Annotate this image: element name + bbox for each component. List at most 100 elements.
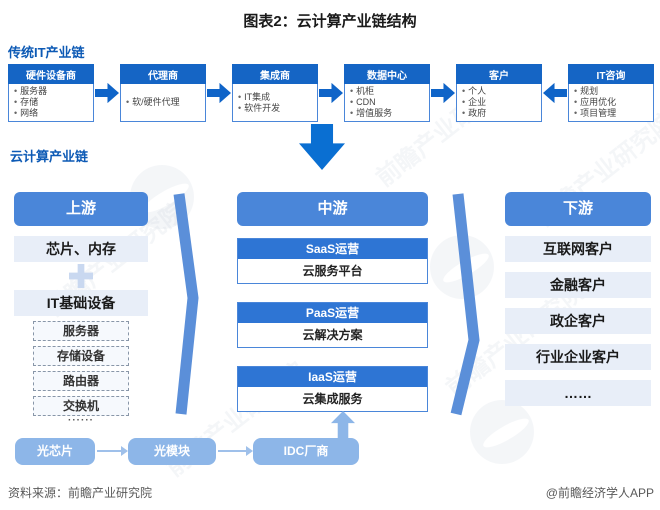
bullet-icon: • [350, 86, 354, 96]
node-body: •规划 •应用优化 •项目管理 [568, 84, 654, 122]
paas-layer: PaaS运营 云解决方案 [237, 302, 428, 348]
node-item-label: 服务器 [20, 86, 48, 96]
bullet-icon: • [462, 97, 466, 107]
node-item-label: 政府 [468, 108, 487, 118]
node-item: •存储 [12, 97, 90, 108]
idc-vendor-box: IDC厂商 [253, 438, 359, 465]
bullet-icon: • [14, 108, 18, 118]
node-item-label: 网络 [20, 108, 39, 118]
node-header: 集成商 [232, 64, 318, 84]
arrow-right-icon [431, 82, 455, 104]
customer-box-internet: 互联网客户 [505, 236, 651, 262]
node-item: •CDN [348, 97, 426, 108]
bullet-icon: • [574, 97, 578, 107]
page-title: 图表2：云计算产业链结构 [243, 13, 417, 30]
upstream-header: 上游 [14, 192, 148, 226]
flow-chevron-right [450, 193, 480, 416]
flow-chevron-left [173, 193, 199, 415]
node-integrator: 集成商 •IT集成 •软件开发 [232, 64, 318, 122]
credit-note: @前瞻经济学人APP [545, 486, 654, 500]
device-box-router: 路由器 [33, 371, 129, 391]
saas-header: SaaS运营 [238, 239, 427, 259]
node-item: •软件开发 [236, 103, 314, 114]
arrow-right-icon [207, 82, 231, 104]
big-down-arrow-icon [299, 124, 345, 170]
bullet-icon: • [574, 108, 578, 118]
customer-box-government: 政企客户 [505, 308, 651, 334]
cloud-chain-label: 云计算产业链 [10, 149, 89, 164]
node-body: •个人 •企业 •政府 [456, 84, 542, 122]
traditional-chain-row: 硬件设备商 •服务器 •存储 •网络 代理商 •软/硬件代理 集成商 •IT集成… [8, 64, 656, 122]
node-header: 代理商 [120, 64, 206, 84]
node-item-label: 软/硬件代理 [132, 97, 180, 107]
customer-box-finance: 金融客户 [505, 272, 651, 298]
node-header: 硬件设备商 [8, 64, 94, 84]
node-item-label: 应用优化 [580, 97, 617, 107]
node-item: •软/硬件代理 [124, 97, 202, 108]
node-item: •机柜 [348, 86, 426, 97]
node-item-label: 企业 [468, 97, 487, 107]
downstream-header: 下游 [505, 192, 651, 226]
node-hardware-vendor: 硬件设备商 •服务器 •存储 •网络 [8, 64, 94, 122]
node-item: •服务器 [12, 86, 90, 97]
saas-desc: 云服务平台 [302, 264, 363, 278]
iaas-header: IaaS运营 [238, 367, 427, 387]
paas-header: PaaS运营 [238, 303, 427, 323]
node-item-label: IT集成 [244, 91, 271, 102]
node-datacenter: 数据中心 •机柜 •CDN •增值服务 [344, 64, 430, 122]
midstream-header: 中游 [237, 192, 428, 226]
iaas-desc: 云集成服务 [302, 392, 363, 406]
node-item-label: 增值服务 [356, 108, 393, 118]
bullet-icon: • [462, 108, 466, 118]
arrow-left-icon [543, 82, 567, 104]
optical-chip-box: 光芯片 [15, 438, 95, 465]
node-item: •政府 [460, 108, 538, 119]
bullet-icon: • [14, 86, 18, 96]
node-item-label: 机柜 [356, 86, 375, 96]
bullet-icon: • [238, 91, 242, 102]
bullet-icon: • [462, 86, 466, 96]
node-header: IT咨询 [568, 64, 654, 84]
node-item-label: 个人 [468, 86, 487, 96]
bullet-icon: • [350, 108, 354, 118]
node-item-label: 存储 [20, 97, 39, 107]
node-item: •项目管理 [572, 108, 650, 119]
node-header: 数据中心 [344, 64, 430, 84]
node-agent: 代理商 •软/硬件代理 [120, 64, 206, 122]
node-body: •服务器 •存储 •网络 [8, 84, 94, 122]
bullet-icon: • [574, 86, 578, 96]
node-item-label: 项目管理 [580, 108, 617, 118]
node-header: 客户 [456, 64, 542, 84]
plus-icon [69, 264, 93, 288]
node-item: •应用优化 [572, 97, 650, 108]
node-item-label: CDN [356, 97, 376, 107]
bullet-icon: • [14, 97, 18, 107]
upstream-column: 上游 芯片、内存 IT基础设备 服务器 存储设备 路由器 交换机 ······ [14, 192, 148, 426]
node-item: •增值服务 [348, 108, 426, 119]
node-item: •个人 [460, 86, 538, 97]
node-item-label: 规划 [580, 86, 599, 96]
node-body: •机柜 •CDN •增值服务 [344, 84, 430, 122]
node-item: •网络 [12, 108, 90, 119]
iaas-layer: IaaS运营 云集成服务 [237, 366, 428, 412]
node-item: •企业 [460, 97, 538, 108]
optical-module-box: 光模块 [128, 438, 216, 465]
it-base-box: IT基础设备 [14, 290, 148, 316]
node-it-consulting: IT咨询 •规划 •应用优化 •项目管理 [568, 64, 654, 122]
bullet-icon: • [350, 97, 354, 107]
bullet-icon: • [126, 97, 130, 107]
node-item: •IT集成 [236, 92, 314, 103]
paas-desc: 云解决方案 [302, 328, 363, 342]
traditional-chain-label: 传统IT产业链 [8, 45, 85, 60]
device-box-switch: 交换机 [33, 396, 129, 416]
customer-box-ellipsis: …… [505, 380, 651, 406]
source-note: 资料来源：前瞻产业研究院 [8, 486, 153, 500]
node-item-label: 软件开发 [244, 102, 281, 113]
device-box-storage: 存储设备 [33, 346, 129, 366]
bullet-icon: • [238, 102, 242, 113]
midstream-column: 中游 SaaS运营 云服务平台 PaaS运营 云解决方案 IaaS运营 云集成服… [237, 192, 428, 412]
thin-arrow-right-icon [97, 446, 128, 456]
chip-memory-box: 芯片、内存 [14, 236, 148, 262]
arrow-right-icon [319, 82, 343, 104]
